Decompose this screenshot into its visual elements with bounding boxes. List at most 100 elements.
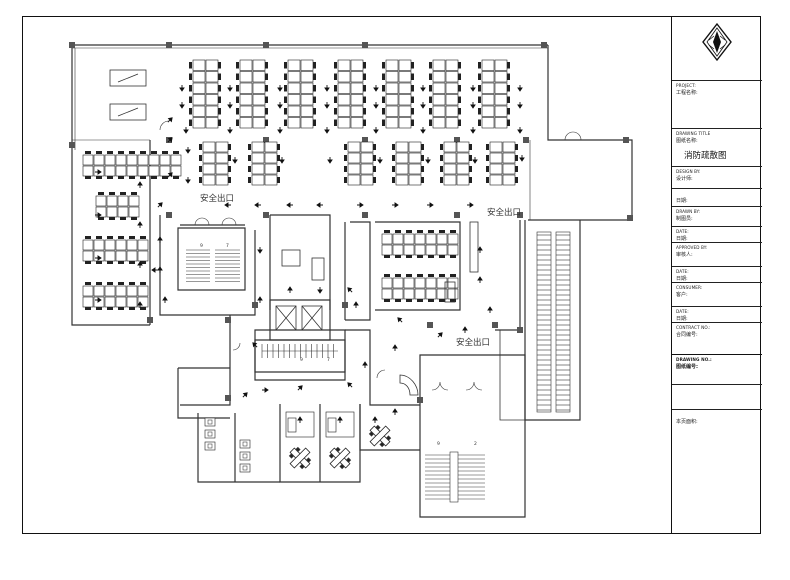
chair [392,177,395,183]
desk [443,141,457,153]
chair [379,441,385,448]
chair [218,85,221,92]
desk [205,94,219,106]
chair [486,166,489,172]
chair [85,307,91,310]
evacuation-arrow [286,202,293,208]
evacuation-arrow [95,212,102,218]
chair [265,96,268,103]
desk [252,82,266,94]
chair [265,85,268,92]
chair [411,85,414,92]
evacuation-arrow [232,157,238,164]
evacuation-arrow [353,301,359,308]
office-room [285,411,315,438]
desk [347,141,361,153]
chair [189,85,192,92]
chair [363,119,366,126]
evacuation-arrow [277,127,283,134]
desk [251,152,265,164]
desk [202,163,216,175]
door-swings [159,120,582,391]
chair [334,108,337,115]
evacuation-arrow [347,287,353,293]
evacuation-arrow [157,266,163,273]
chair [236,119,239,126]
desk [385,105,399,117]
chair [199,144,202,150]
evacuation-arrow [373,127,379,134]
chair [98,217,104,220]
chair [120,192,126,195]
column [69,42,75,48]
title-block-label-en: PROJECT: [676,83,696,88]
desk [170,165,182,177]
desk [425,233,437,245]
desk [425,277,437,289]
chair [107,236,113,239]
chair [151,176,157,179]
title-block-row: DESIGN BY:设计师: [672,166,762,188]
evacuation-arrow [137,221,143,228]
desk [408,141,422,153]
title-block-label-cn: 设计师: [676,176,693,182]
chair [392,166,395,172]
chair [478,73,481,80]
chair [140,282,146,285]
chair [85,236,91,239]
desk [403,288,415,300]
desk [456,141,470,153]
title-block-row: CONTRACT NO.:合同编号: [672,322,762,354]
title-block-row: DATE:日期: [672,266,762,282]
column [225,395,231,401]
chair [199,177,202,183]
chair [265,62,268,69]
desk-cluster [82,236,149,264]
desk [489,141,503,153]
chair [382,108,385,115]
desk-cluster [248,141,280,186]
chair [439,274,445,277]
chair [284,62,287,69]
desk-cluster [82,282,149,310]
chair [107,307,113,310]
office-room [325,411,355,438]
chair [478,119,481,126]
chair [469,177,472,183]
desk [381,288,393,300]
desk [447,244,459,256]
desk [489,152,503,164]
evacuation-arrow [179,102,185,109]
chair [440,144,443,150]
column [427,322,433,328]
evacuation-arrow [242,392,248,398]
evacuation-arrow [224,202,231,208]
evacuation-arrow [95,169,102,175]
chair [288,453,295,459]
chair [118,282,124,285]
chair [395,274,401,277]
title-block-label-en: DRAWN BY: [676,209,701,214]
chair [295,446,301,453]
column [166,42,172,48]
desk-cluster [392,141,424,186]
desk [159,165,171,177]
chair [151,151,157,154]
evacuation-arrow [420,102,426,109]
desk-cluster [381,230,459,258]
desk [264,163,278,175]
evacuation-arrow [227,102,233,109]
chair [458,62,461,69]
chair [363,73,366,80]
chair [129,176,135,179]
evacuation-arrow [257,247,263,254]
chair [429,119,432,126]
stair-number: 7 [327,357,330,363]
desk [202,174,216,186]
desk-cluster [199,141,231,186]
desk-cluster [344,141,376,186]
chair [218,108,221,115]
column [263,212,269,218]
desk [115,154,127,166]
chair [107,176,113,179]
